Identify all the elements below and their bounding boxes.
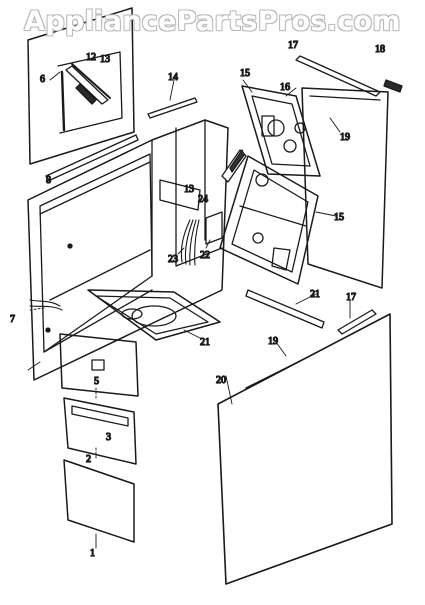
part-1-kick-panel [63, 459, 135, 543]
callout-8: 8 [46, 175, 51, 186]
callout-17: 17 [346, 292, 356, 303]
part-11-top-strip [147, 97, 198, 119]
part-8-trim-strip [45, 134, 139, 182]
callout-12-lower: 15 [334, 212, 344, 223]
callout-14: 17 [288, 40, 298, 51]
callout-6: 6 [40, 74, 45, 85]
part-3-drawer-panel [63, 397, 137, 465]
part-12-lower-panel [219, 155, 319, 285]
callout-22: 22 [200, 250, 210, 261]
callout-20: 20 [216, 375, 226, 386]
part-12-upper-panel [241, 85, 321, 177]
callout-labels: 6 12 13 8 14 15 16 17 18 19 15 13 24 22 … [9, 39, 385, 559]
callout-10: 13 [184, 184, 194, 195]
callout-5: 5 [94, 376, 99, 387]
callout-11: 14 [168, 72, 178, 83]
callout-12-upper: 15 [240, 68, 250, 79]
callout-2: 2 [86, 454, 91, 465]
callout-7: 7 [10, 314, 15, 325]
callout-13: 16 [280, 82, 290, 93]
callout-19: 19 [268, 336, 278, 347]
part-23-wire-harness [29, 219, 200, 311]
callout-15: 18 [375, 44, 385, 55]
part-5-front-panel [59, 333, 139, 397]
leader-lines [29, 307, 97, 461]
callout-18: 21 [310, 289, 320, 300]
callout-16: 19 [340, 132, 350, 143]
callout-10-inset: 13 [100, 54, 110, 65]
part-14-top-bar [295, 55, 381, 97]
callout-3: 3 [106, 432, 111, 443]
part-16-back-panel [301, 87, 389, 289]
part-17-rail [337, 309, 377, 335]
part-21-base-plate [87, 289, 221, 341]
detail-inset [27, 7, 135, 165]
callout-9: 12 [86, 52, 96, 63]
part-15-clip [383, 79, 403, 93]
part-20-front-panel [217, 313, 393, 585]
main-cabinet-frame [27, 119, 229, 381]
part-18-rail [245, 289, 325, 329]
callout-23: 23 [168, 254, 178, 265]
callout-24: 24 [198, 194, 208, 205]
watermark-logo: AppliancePartsPros.com [24, 6, 401, 37]
callout-21: 21 [200, 337, 210, 348]
callout-1: 1 [90, 548, 95, 559]
part-22-bracket [205, 211, 223, 245]
